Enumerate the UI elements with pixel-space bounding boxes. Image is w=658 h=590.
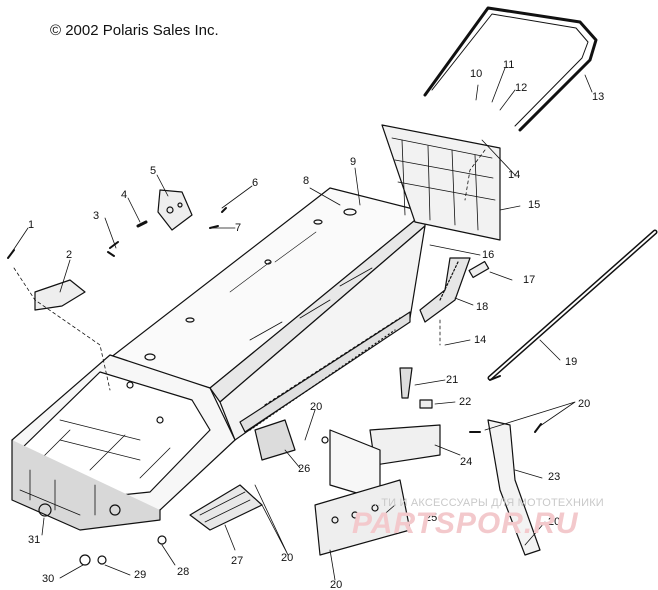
part-23 <box>487 419 541 556</box>
side-rail <box>239 311 411 433</box>
callout-label: 31 <box>28 534 41 546</box>
callout-label: 20 <box>330 579 343 590</box>
rear-bumper <box>423 6 598 132</box>
callout-label: 13 <box>592 91 605 103</box>
callout-label: 26 <box>298 463 311 475</box>
part-27 <box>189 484 263 531</box>
callout-label: 20 <box>310 401 323 413</box>
callout-label: 22 <box>459 396 472 408</box>
callout-label: 23 <box>548 471 561 483</box>
callout-label: 30 <box>42 573 55 585</box>
part-2-bracket <box>34 279 86 311</box>
callout-label: 14 <box>508 169 521 181</box>
callout-label: 8 <box>303 175 310 187</box>
copyright-notice: © 2002 Polaris Sales Inc. <box>50 22 219 39</box>
callout-label: 5 <box>150 165 157 177</box>
callout-label: 4 <box>121 189 128 201</box>
callout-label: 3 <box>93 210 100 222</box>
callout-label: 17 <box>523 274 536 286</box>
callout-label: 20 <box>578 398 591 410</box>
callout-label: 25 <box>425 512 438 524</box>
part-22 <box>419 399 433 409</box>
watermark-logo: PARTSPOR.RU <box>352 507 579 540</box>
part-5-bracket <box>157 189 193 231</box>
callout-label: 12 <box>515 82 528 94</box>
side-bracket <box>419 257 471 323</box>
tunnel-deck <box>109 187 426 441</box>
callout-label: 24 <box>460 456 473 468</box>
part-25b <box>314 479 411 556</box>
callout-label: 19 <box>565 356 578 368</box>
part-26 <box>254 419 296 461</box>
callout-label: 2 <box>66 249 73 261</box>
callout-label: 27 <box>231 555 244 567</box>
part-17 <box>468 260 490 279</box>
callout-label: 7 <box>235 222 242 234</box>
callout-label: 16 <box>482 249 495 261</box>
callout-label: 15 <box>528 199 541 211</box>
callout-label: 11 <box>503 59 515 71</box>
callout-label: 29 <box>134 569 147 581</box>
callout-label: 6 <box>252 177 259 189</box>
callout-label: 9 <box>350 156 357 168</box>
callout-label: 14 <box>474 334 487 346</box>
part-21 <box>399 367 413 399</box>
rear-flap <box>381 124 501 241</box>
callout-label: 10 <box>470 68 483 80</box>
callout-label: 28 <box>177 566 190 578</box>
callout-label: 21 <box>446 374 459 386</box>
callout-label: 18 <box>476 301 489 313</box>
callout-label: 20 <box>548 516 561 528</box>
callout-label: 20 <box>281 552 294 564</box>
callout-label: 1 <box>28 219 35 231</box>
watermark-tagline: …ТИ И АКСЕССУАРЫ ДЛЯ МОТОТЕХНИКИ <box>370 497 604 509</box>
front-bulkhead <box>11 354 236 531</box>
